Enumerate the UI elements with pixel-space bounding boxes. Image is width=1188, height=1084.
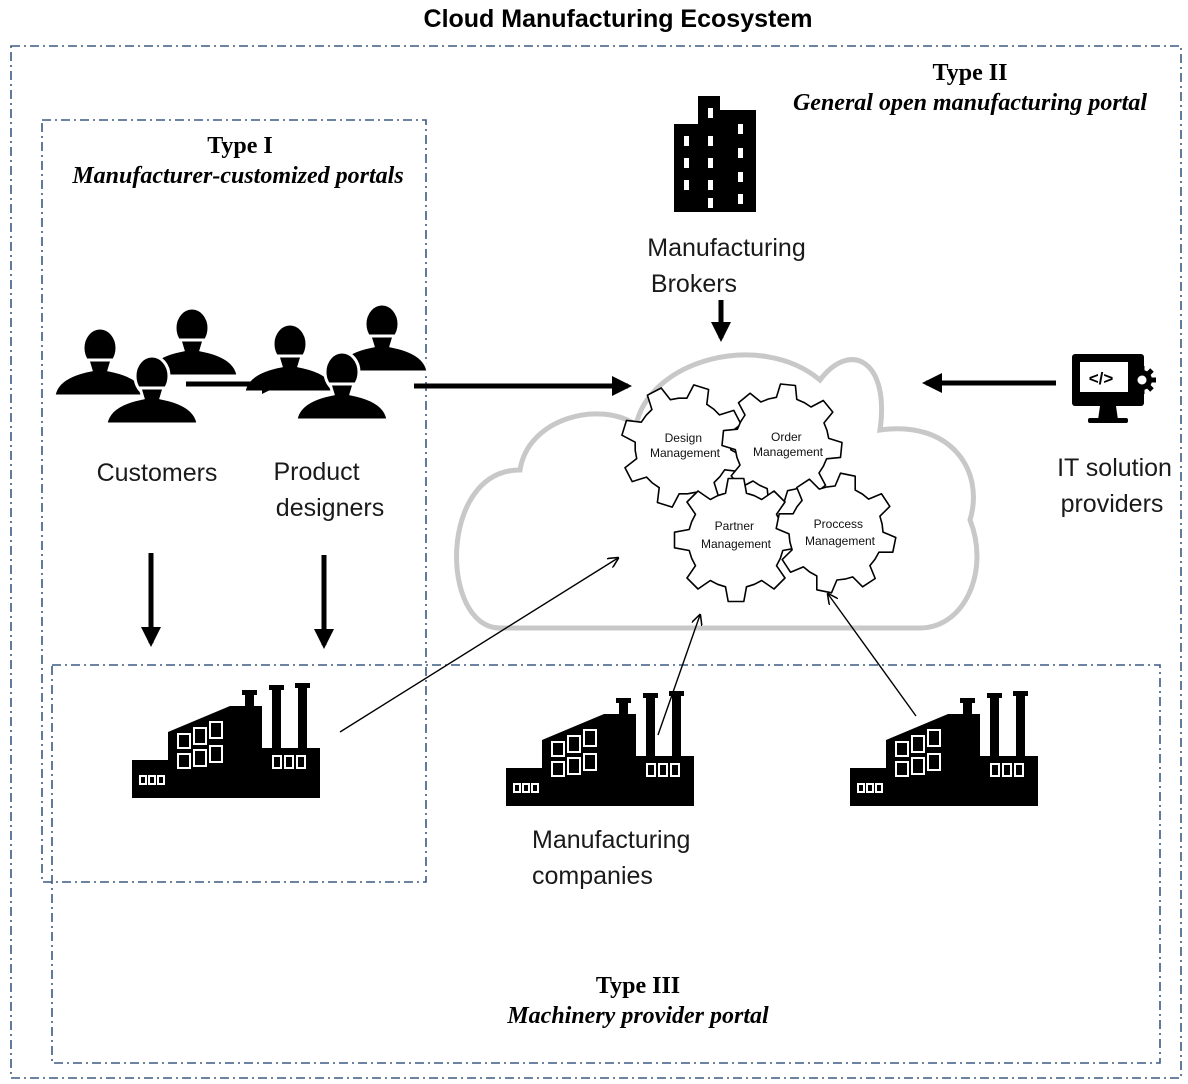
type1-title: Type I [207, 133, 273, 159]
product-designers-icon [244, 304, 428, 420]
customers-label: Customers [97, 459, 218, 487]
order-gear-icon [721, 383, 843, 505]
gear-settings-icon [1128, 366, 1156, 394]
product-designers-line1: Product [273, 458, 359, 486]
design-gear-icon [621, 384, 745, 508]
product-designers-label: Product designers [273, 458, 384, 522]
gear-process: Proccess Management [775, 472, 897, 594]
type3-box [51, 664, 1161, 1064]
type2-subtitle: General open manufacturing portal [793, 90, 1147, 116]
type1-subtitle: Manufacturer-customized portals [71, 163, 403, 189]
arrow-factory-center-to-cloud [657, 615, 700, 736]
it-providers-label: IT solution providers [1057, 454, 1179, 518]
arrows-thin [339, 558, 917, 736]
gear-order: Order Management [721, 383, 843, 505]
factory-icon-right [849, 690, 1039, 807]
brokers-label-line1: Manufacturing [647, 234, 805, 262]
partner-gear-label: Partner Management [701, 519, 772, 551]
brokers-label-line2: Brokers [651, 270, 737, 298]
manufacturing-companies-line2: companies [532, 862, 653, 890]
factory-icon-left [131, 682, 321, 799]
design-gear-label: Design Management [650, 431, 721, 460]
arrow-factory-left-to-cloud [339, 558, 618, 733]
order-gear-line2: Management [753, 445, 824, 459]
partner-gear-icon [673, 477, 799, 603]
gear-design: Design Management [621, 384, 745, 508]
partner-gear-line2: Management [701, 537, 772, 551]
process-gear-line2: Management [805, 534, 876, 548]
design-gear-line1: Design [665, 431, 702, 445]
design-gear-line2: Management [650, 446, 721, 460]
gear-partner: Partner Management [673, 477, 799, 603]
product-designers-line2: designers [276, 494, 384, 522]
process-gear-line1: Proccess [814, 517, 863, 531]
type1-box [41, 119, 427, 883]
arrow-factory-right-to-cloud [828, 594, 917, 717]
partner-gear-line1: Partner [715, 519, 754, 533]
type2-title: Type II [933, 60, 1008, 86]
brokers-label: Manufacturing Brokers [647, 234, 812, 298]
process-gear-icon [775, 472, 897, 594]
order-gear-label: Order Management [753, 430, 824, 459]
manufacturing-companies-label: Manufacturing companies [532, 826, 697, 890]
process-gear-label: Proccess Management [805, 517, 876, 548]
it-monitor-icon: </> [1072, 354, 1156, 423]
type3-subtitle: Machinery provider portal [506, 1003, 769, 1029]
building-icon [674, 96, 756, 212]
gears-group: Design Management Order Management Partn… [621, 383, 897, 603]
it-providers-line1: IT solution [1057, 454, 1172, 482]
ecosystem-boundary [10, 45, 1182, 1079]
arrows-thick [141, 300, 1056, 649]
it-providers-line2: providers [1061, 490, 1164, 518]
customers-icon [54, 308, 238, 424]
diagram-title: Cloud Manufacturing Ecosystem [424, 5, 813, 33]
factory-icon-center [505, 690, 695, 807]
order-gear-line1: Order [771, 430, 802, 444]
manufacturing-companies-line1: Manufacturing [532, 826, 690, 854]
code-icon: </> [1089, 369, 1114, 388]
type3-title: Type III [596, 973, 680, 999]
